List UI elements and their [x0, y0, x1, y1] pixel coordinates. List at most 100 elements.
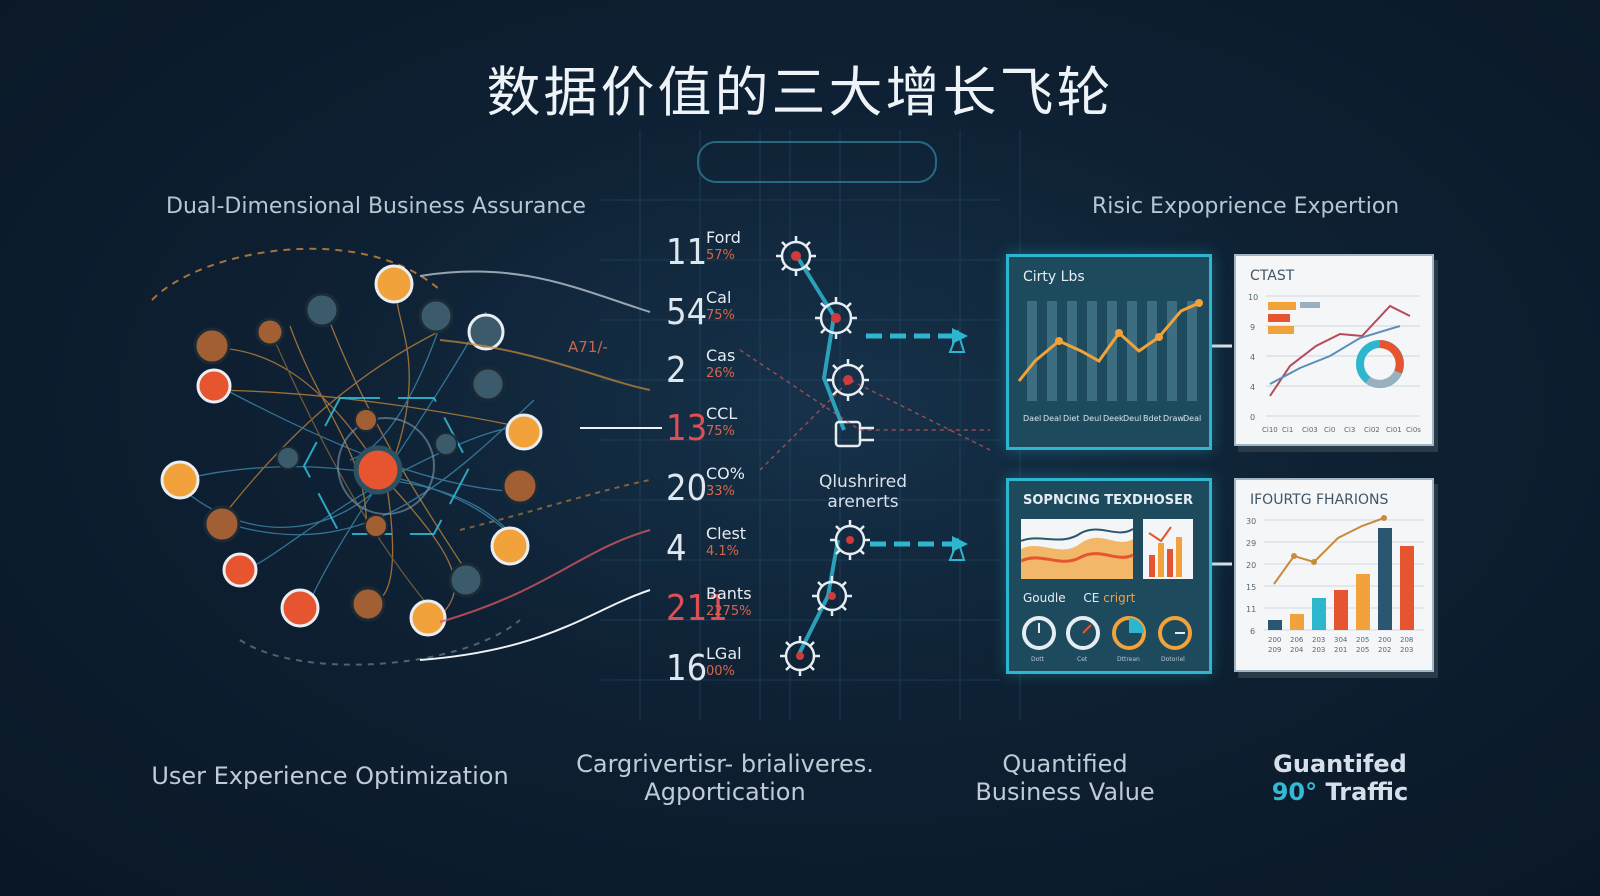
gauge-label: Dttrean: [1117, 656, 1140, 663]
caption-line: 90° Traffic: [1220, 778, 1460, 806]
network-diagram: [151, 247, 543, 666]
x-tick: 200: [1378, 636, 1391, 644]
gear-chain: [740, 236, 991, 676]
metric-item: 4 Clest 4.1%: [666, 524, 796, 574]
panel-ifourtg: IFOURTG FHARIONS 30 29 20 15 11 6 200 20…: [1234, 478, 1434, 672]
x-tick: 205: [1356, 636, 1369, 644]
gear-icon: [815, 297, 857, 339]
metric-item: 16 LGal 00%: [666, 644, 796, 694]
caption-accent: 90°: [1271, 778, 1318, 806]
col-label: Dael: [1023, 414, 1041, 423]
x-tick: 304: [1334, 636, 1348, 644]
metric-label: Clest: [706, 524, 747, 543]
gear-icon: [780, 636, 820, 676]
network-annotation: A71/-: [568, 338, 608, 356]
metric-item: 20 CO% 33%: [666, 464, 796, 514]
metric-percent: 26%: [706, 366, 735, 381]
panel-mixed-chart: 10 9 4 4 0 Ci10 Ci1 Ci03 Ci0 Ci3 Ci02 Ci…: [1248, 293, 1421, 434]
gear-icon: [776, 236, 816, 276]
x-tick: 203: [1312, 636, 1325, 644]
x-tick: 204: [1290, 646, 1304, 654]
panel-area-charts: [1021, 519, 1193, 579]
metric-label: Bants: [706, 584, 752, 603]
caption-cargrivertisr: Cargrivertisr- brialiveres. Agporticatio…: [560, 750, 890, 806]
sub-label: CE: [1083, 591, 1100, 605]
metric-label: CO%: [706, 464, 745, 483]
col-label: Deek: [1103, 414, 1124, 423]
caption-line: Quantified: [1002, 750, 1128, 778]
panel-title: CTAST: [1250, 268, 1295, 284]
gear-label-line: arenerts: [827, 492, 899, 512]
connector-lines: [419, 270, 662, 661]
y-tick: 0: [1250, 413, 1255, 422]
metric-percent: 75%: [706, 308, 735, 323]
page-title: 数据价值的三大增长飞轮: [486, 61, 1114, 124]
metric-label: Cal: [706, 288, 732, 307]
metric-value: 54: [666, 292, 708, 333]
x-tick: 203: [1312, 646, 1325, 654]
x-tick: Ci3: [1344, 426, 1355, 434]
x-tick: 205: [1356, 646, 1369, 654]
metric-item: 13 CCL 75%: [666, 404, 796, 454]
panel-title: Cirty Lbs: [1023, 269, 1085, 285]
heading-right: Risic Expoprience Expertion: [1092, 194, 1400, 219]
metric-value: 11: [666, 232, 708, 273]
col-label: Deul: [1083, 414, 1101, 423]
caption-line: Guantifed: [1273, 750, 1407, 778]
y-tick: 29: [1246, 539, 1256, 548]
metric-percent: 2275%: [706, 604, 752, 619]
metric-item: 2 Cas 26%: [666, 346, 796, 396]
metric-value: 2: [666, 350, 687, 391]
col-label: Deal: [1183, 414, 1201, 423]
x-tick: 200: [1268, 636, 1281, 644]
metric-value: 4: [666, 528, 687, 569]
x-tick: 206: [1290, 636, 1304, 644]
gear-label: Qlushrired arenerts: [808, 472, 918, 512]
col-label: Diet: [1063, 414, 1079, 423]
y-tick: 20: [1246, 561, 1256, 570]
x-tick: Ci02: [1364, 426, 1380, 434]
col-label: Bdet: [1143, 414, 1162, 423]
metric-percent: 4.1%: [706, 544, 740, 559]
y-tick: 9: [1250, 323, 1255, 332]
metric-percent: 00%: [706, 664, 735, 679]
metric-label: LGal: [706, 644, 742, 663]
metric-value: 13: [666, 408, 708, 449]
y-tick: 30: [1246, 517, 1256, 526]
panel-title: IFOURTG FHARIONS: [1250, 492, 1389, 508]
metric-value: 16: [666, 648, 708, 689]
metric-item: 54 Cal 75%: [666, 288, 796, 338]
caption-line: Agportication: [644, 778, 806, 806]
metric-value: 20: [666, 468, 708, 509]
x-tick: 208: [1400, 636, 1413, 644]
panel-ctast: CTAST 10 9 4 4 0 Ci10 Ci1 Ci03 Ci0 Ci3 C…: [1234, 254, 1434, 446]
sub-label: Goudle: [1023, 591, 1066, 605]
gear-label-line: Qlushrired: [818, 472, 908, 492]
caption-user-experience: User Experience Optimization: [151, 762, 509, 790]
caption-quantified-value: Quantified Business Value: [940, 750, 1190, 806]
metric-item: 11 Ford 57%: [666, 228, 796, 278]
gauge-label: Cet: [1077, 656, 1088, 663]
metric-percent: 75%: [706, 424, 735, 439]
x-tick: 209: [1268, 646, 1281, 654]
col-label: Draw: [1163, 414, 1184, 423]
x-tick: 201: [1334, 646, 1347, 654]
panel-title: SOPNCING TEXDHOSER: [1023, 493, 1194, 508]
x-tick: Ci10: [1262, 426, 1278, 434]
y-tick: 10: [1248, 293, 1258, 302]
caption-text: Traffic: [1325, 778, 1409, 806]
caption-line: Cargrivertisr- brialiveres.: [576, 750, 874, 778]
metric-label: Ford: [706, 228, 741, 247]
y-tick: 6: [1250, 627, 1255, 636]
panel-bar-chart: 30 29 20 15 11 6 200 206 203 304 205 200…: [1246, 515, 1424, 654]
x-tick: Ci0: [1324, 426, 1335, 434]
caption-quantified-traffic: Guantifed 90° Traffic: [1220, 750, 1460, 806]
metric-percent: 33%: [706, 484, 735, 499]
metric-item: 211 Bants 2275%: [666, 584, 796, 634]
x-tick: 203: [1400, 646, 1413, 654]
x-tick: Ci03: [1302, 426, 1318, 434]
y-tick: 15: [1246, 583, 1256, 592]
col-label: Deul: [1123, 414, 1141, 423]
x-tick: Ci1: [1282, 426, 1293, 434]
y-tick: 4: [1250, 353, 1255, 362]
